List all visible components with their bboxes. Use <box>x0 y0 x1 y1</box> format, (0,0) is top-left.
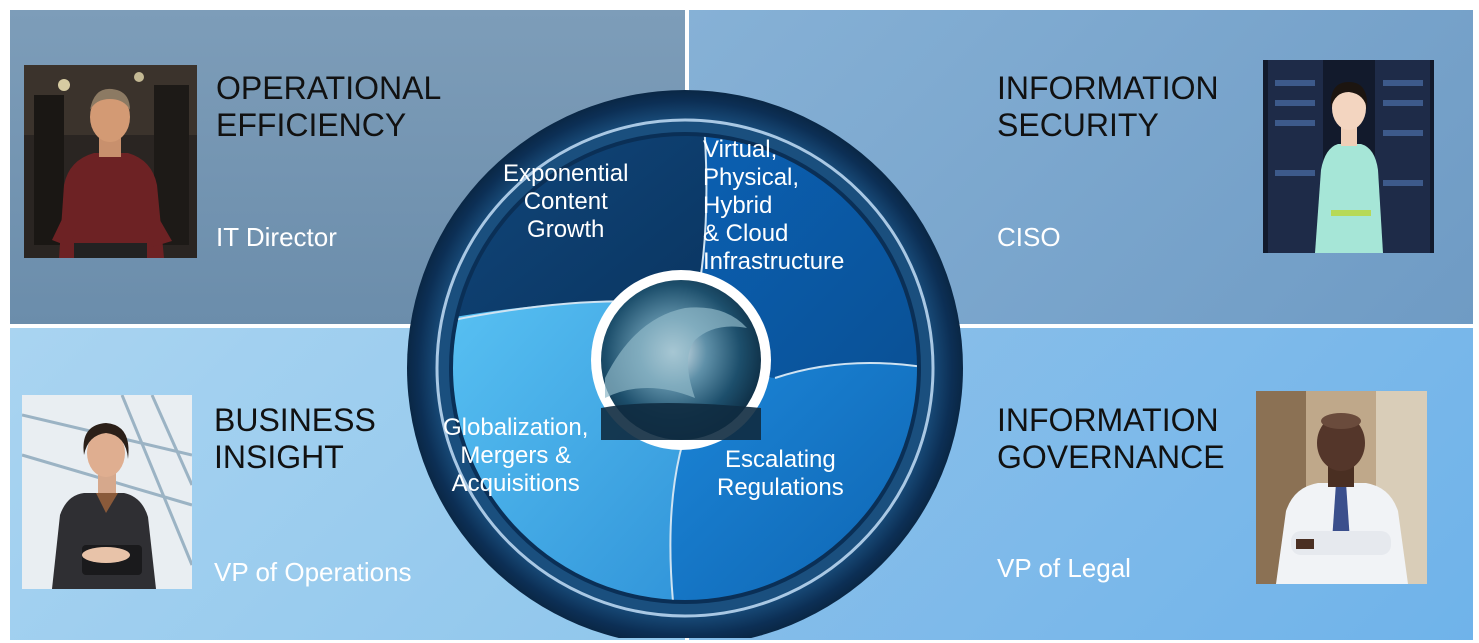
challenge-wheel: Exponential Content Growth Virtual, Phys… <box>395 78 975 643</box>
operational-efficiency-title: OPERATIONAL EFFICIENCY <box>216 70 442 143</box>
information-security-title: INFORMATION SECURITY <box>997 70 1219 143</box>
ciso-photo <box>1263 60 1434 253</box>
wheel-graphic <box>407 90 963 643</box>
vp-legal-role: VP of Legal <box>997 553 1131 583</box>
it-director-photo <box>24 65 197 258</box>
vp-operations-photo <box>22 395 192 589</box>
information-governance-title: INFORMATION GOVERNANCE <box>997 402 1225 475</box>
segment-label-exponential-content-growth: Exponential Content Growth <box>503 160 629 243</box>
vp-operations-role: VP of Operations <box>214 557 412 587</box>
vp-legal-photo <box>1256 391 1427 584</box>
segment-label-escalating-regulations: Escalating Regulations <box>717 446 844 501</box>
segment-label-infrastructure: Virtual, Physical, Hybrid & Cloud Infras… <box>703 136 845 275</box>
it-director-role: IT Director <box>216 222 337 252</box>
business-insight-title: BUSINESS INSIGHT <box>214 402 376 475</box>
segment-label-globalization: Globalization, Mergers & Acquisitions <box>443 414 589 497</box>
ciso-role: CISO <box>997 222 1061 252</box>
